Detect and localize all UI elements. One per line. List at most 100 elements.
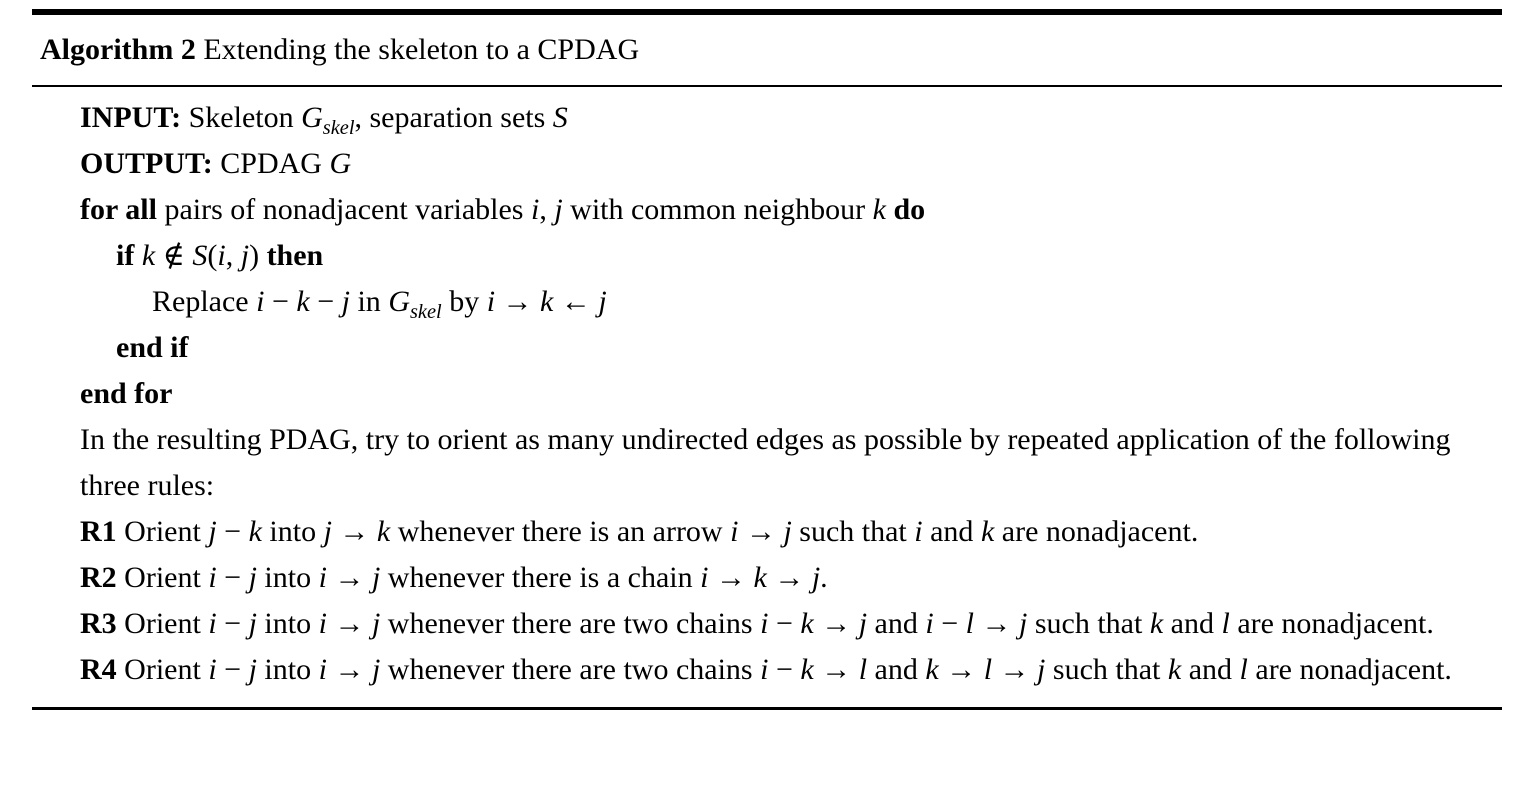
text-segment: such that [1027,607,1150,640]
output-line: OUTPUT: CPDAG G [80,141,1494,187]
text-segment: such that [791,515,915,548]
text-segment: R4 [80,653,117,686]
text-segment: i [700,561,709,594]
text-segment: G [388,285,410,318]
text-segment: with common neighbour [562,193,873,226]
text-segment: → [326,607,372,640]
text-segment: whenever there is a chain [380,561,701,594]
text-segment: k [1167,653,1182,686]
text-segment: and [1181,653,1240,686]
text-segment: − [264,285,297,318]
text-segment: i [486,285,496,318]
text-segment: j [248,607,257,640]
text-segment: Orient [116,515,209,548]
text-segment: pairs of nonadjacent variables [156,193,531,226]
endif-line: end if [116,325,1494,371]
text-segment: if [116,239,135,272]
text-segment: l [965,607,974,640]
text-segment: i [217,239,226,272]
text-segment: k [800,607,814,640]
text-segment: S [552,101,568,134]
rule-r2-line: R2 Orient i − j into i → j whenever ther… [80,555,1494,601]
text-segment: → [813,653,859,686]
text-segment: and [1163,607,1222,640]
text-segment: k [753,561,767,594]
text-segment: j [248,653,257,686]
text-segment: G [329,147,352,180]
text-segment: G [301,101,323,134]
text-segment: . [820,561,828,594]
text-segment: whenever there are two chains [380,607,761,640]
text-segment: OUTPUT: [80,147,213,180]
text-segment: into [256,653,319,686]
text-segment: k [248,515,262,548]
text-segment: skel [409,301,442,323]
text-segment: j [554,193,563,226]
algorithm-body: INPUT: Skeleton Gskel, separation sets S… [0,87,1532,707]
text-segment: − [216,607,249,640]
replace-line: Replace i − k − j in Gskel by i → k ← j [152,279,1494,325]
text-segment: are nonadjacent. [1247,653,1452,686]
text-segment: k [872,193,886,226]
text-segment: are nonadjacent. [1229,607,1434,640]
text-segment: j [858,607,868,640]
text-segment: → [813,607,859,640]
text-segment: INPUT: [80,101,182,134]
text-segment: and [922,515,981,548]
text-segment: j [598,285,607,318]
text-segment: k [141,239,156,272]
text-segment: into [261,515,324,548]
text-segment: − [768,607,801,640]
input-line: INPUT: Skeleton Gskel, separation sets S [80,95,1494,141]
text-segment: S [192,239,208,272]
text-segment: → [326,653,372,686]
text-segment: i [318,653,327,686]
text-segment: do [893,193,926,226]
rule-r1-line: R1 Orient j − k into j → k whenever ther… [80,509,1494,555]
text-segment: ) [249,239,267,272]
text-segment: are nonadjacent. [994,515,1199,548]
text-segment: j [208,515,217,548]
text-segment: Skeleton [181,101,302,134]
endfor-line: end for [80,371,1494,417]
text-segment: then [266,239,324,272]
text-segment: i [318,561,327,594]
text-segment: end for [80,377,173,410]
text-segment: → [331,515,377,548]
if-line: if k ∉ S(i, j) then [116,233,1494,279]
paragraph-line: In the resulting PDAG, try to orient as … [80,417,1494,509]
text-segment: − [933,607,966,640]
text-segment: → [992,653,1038,686]
text-segment: ← [553,285,599,318]
rule-r3-line: R3 Orient i − j into i → j whenever ther… [80,601,1494,647]
text-segment: In the resulting PDAG, try to orient as … [80,423,1451,502]
text-segment: j [811,561,821,594]
text-segment: l [983,653,993,686]
text-segment: i [530,193,540,226]
text-segment: − [216,653,249,686]
text-segment: → [738,515,784,548]
text-segment: i [730,515,739,548]
text-segment: Orient [116,607,209,640]
text-segment: i [760,653,769,686]
text-segment: − [216,515,249,548]
text-segment: − [309,285,342,318]
text-segment: and [867,653,926,686]
text-segment: i [760,607,769,640]
text-segment: for all [80,193,157,226]
algorithm-caption: Algorithm 2 Extending the skeleton to a … [0,15,1532,85]
text-segment: → [326,561,372,594]
text-segment: i [208,607,217,640]
text-segment: i [256,285,265,318]
bottom-rule [32,707,1502,710]
text-segment: ∉ [155,239,193,272]
text-segment: → [973,607,1019,640]
text-segment: j [240,239,250,272]
text-segment: whenever there are two chains [380,653,761,686]
text-segment: i [208,561,217,594]
text-segment: by [441,285,487,318]
text-segment: k [925,653,939,686]
text-segment: l [1239,653,1248,686]
text-segment: j [323,515,332,548]
text-segment: l [1221,607,1230,640]
